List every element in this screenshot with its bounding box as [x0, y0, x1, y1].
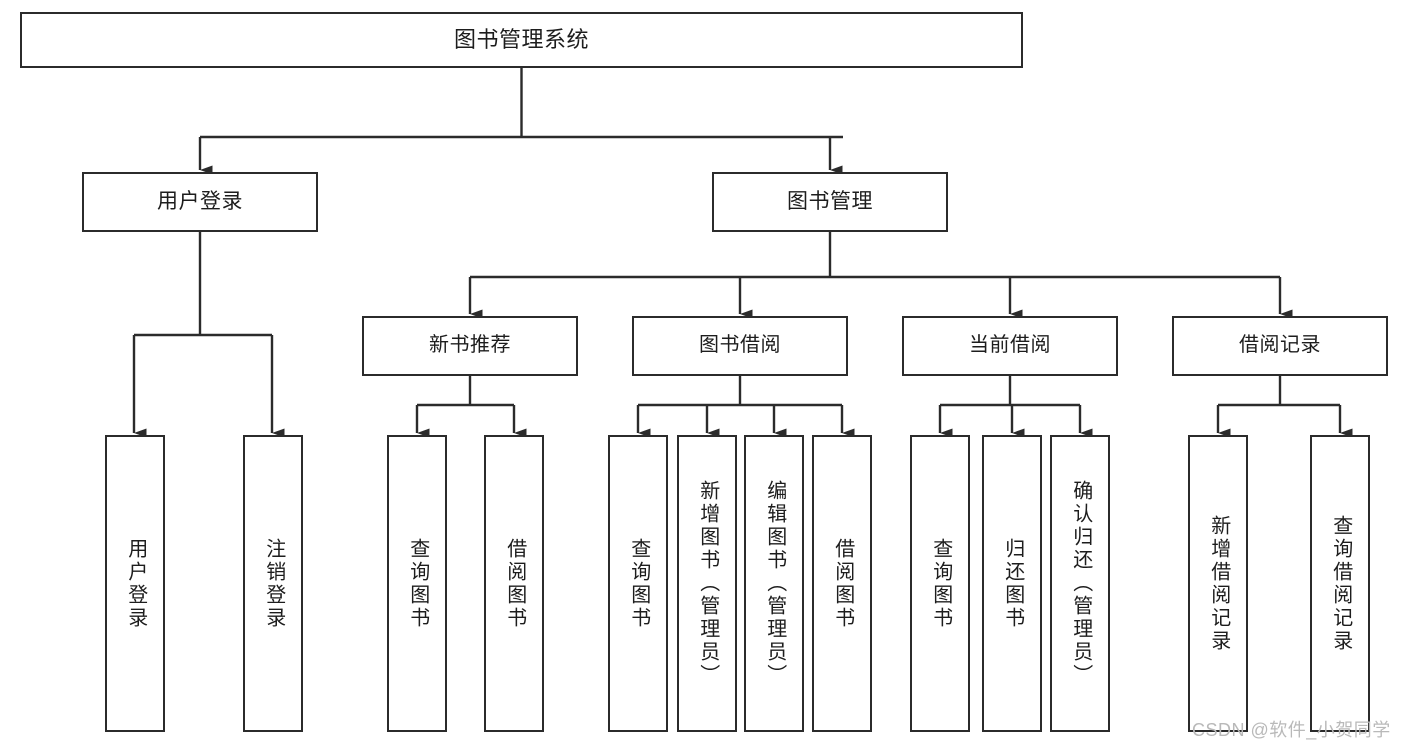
- node-label: 新增图书（管理员）: [696, 480, 719, 687]
- node-root[interactable]: 图书管理系统: [20, 12, 1023, 68]
- node-label: 查询图书: [929, 537, 952, 630]
- node-leaf-query-book-1[interactable]: 查询图书: [387, 435, 447, 732]
- node-book-manage[interactable]: 图书管理: [712, 172, 948, 232]
- node-label: 当前借阅: [969, 334, 1051, 357]
- node-current-borrow[interactable]: 当前借阅: [902, 316, 1118, 376]
- node-book-borrow[interactable]: 图书借阅: [632, 316, 848, 376]
- node-label: 图书借阅: [699, 334, 781, 357]
- node-leaf-add-borrow-record[interactable]: 新增借阅记录: [1188, 435, 1248, 732]
- node-leaf-logout-login[interactable]: 注销登录: [243, 435, 303, 732]
- node-label: 归还图书: [1001, 537, 1024, 630]
- node-new-book-rec[interactable]: 新书推荐: [362, 316, 578, 376]
- node-leaf-query-borrow-record[interactable]: 查询借阅记录: [1310, 435, 1370, 732]
- node-label: 用户登录: [157, 189, 243, 213]
- node-leaf-borrow-book-2[interactable]: 借阅图书: [812, 435, 872, 732]
- node-label: 查询借阅记录: [1329, 514, 1352, 653]
- node-label: 查询图书: [627, 537, 650, 630]
- node-label: 新书推荐: [429, 334, 511, 357]
- node-label: 借阅图书: [831, 537, 854, 630]
- node-leaf-user-login[interactable]: 用户登录: [105, 435, 165, 732]
- node-leaf-confirm-return-admin[interactable]: 确认归还（管理员）: [1050, 435, 1110, 732]
- node-leaf-edit-book-admin[interactable]: 编辑图书（管理员）: [744, 435, 804, 732]
- node-user-login[interactable]: 用户登录: [82, 172, 318, 232]
- node-label: 确认归还（管理员）: [1069, 480, 1092, 687]
- watermark-text: CSDN @软件_小贺同学: [1192, 720, 1391, 740]
- node-leaf-add-book-admin[interactable]: 新增图书（管理员）: [677, 435, 737, 732]
- node-label: 新增借阅记录: [1207, 514, 1230, 653]
- node-leaf-return-book[interactable]: 归还图书: [982, 435, 1042, 732]
- node-label: 编辑图书（管理员）: [763, 480, 786, 687]
- node-leaf-borrow-book-1[interactable]: 借阅图书: [484, 435, 544, 732]
- node-label: 注销登录: [262, 537, 285, 630]
- node-label: 图书管理: [787, 189, 873, 213]
- node-label: 用户登录: [124, 537, 147, 630]
- node-borrow-record[interactable]: 借阅记录: [1172, 316, 1388, 376]
- node-label: 查询图书: [406, 537, 429, 630]
- node-label: 借阅图书: [503, 537, 526, 630]
- node-leaf-query-book-2[interactable]: 查询图书: [608, 435, 668, 732]
- node-leaf-query-book-3[interactable]: 查询图书: [910, 435, 970, 732]
- node-label: 图书管理系统: [453, 27, 589, 53]
- node-label: 借阅记录: [1239, 334, 1321, 357]
